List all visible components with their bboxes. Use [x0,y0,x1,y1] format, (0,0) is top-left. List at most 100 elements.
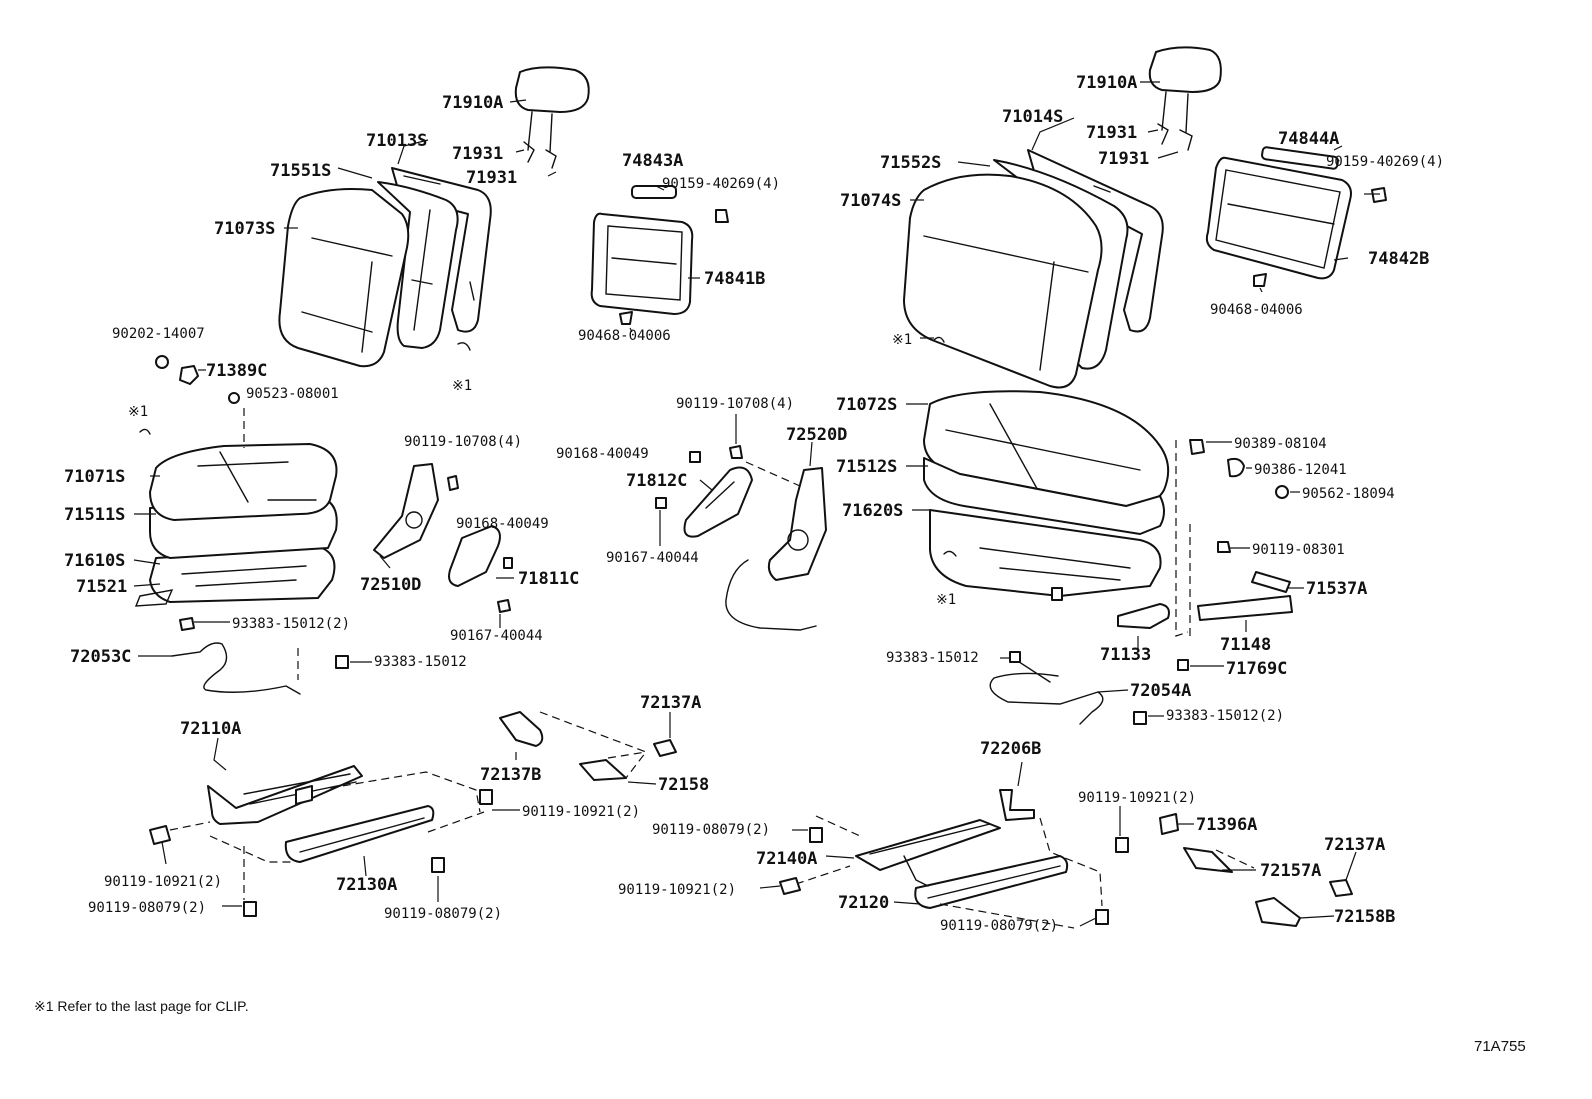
label-71551S: 71551S [270,161,331,181]
label-90168-40049-center: 90168-40049 [556,446,649,462]
label-90119-10921-right: 90119-10921(2) [1078,790,1196,806]
label-74842B: 74842B [1368,249,1429,269]
label-93383-15012-2-left: 93383-15012(2) [232,616,350,632]
label-72137B: 72137B [480,765,541,785]
right-cushion-pad [923,457,1165,535]
clip-footnote: ※1 Refer to the last page for CLIP. [34,998,249,1014]
label-71133: 71133 [1100,645,1151,665]
right-release-cable [989,651,1147,725]
left-recliner-cover [448,525,513,613]
label-71620S: 71620S [842,501,903,521]
label-72140A: 72140A [756,849,817,869]
right-clip [933,336,945,343]
label-72158: 72158 [658,775,709,795]
label-71511S: 71511S [64,505,125,525]
label-71910A-right: 71910A [1076,73,1137,93]
label-72053C: 72053C [70,647,131,667]
label-71811C: 71811C [518,569,579,589]
label-90119-08079-center: 90119-08079(2) [652,822,770,838]
label-71014S: 71014S [1002,107,1063,127]
label-71071S: 71071S [64,467,125,487]
label-71148: 71148 [1220,635,1271,655]
label-72130A: 72130A [336,875,397,895]
label-90119-08079-left: 90119-08079(2) [88,900,206,916]
label-72110A: 72110A [180,719,241,739]
label-71074S: 71074S [840,191,901,211]
label-90389-08104: 90389-08104 [1234,436,1327,452]
label-71013S: 71013S [366,131,427,151]
left-track-cover [499,711,677,781]
left-headrest [514,66,590,169]
left-seatback-pad [377,181,459,349]
label-note-left-back: ※1 [452,378,472,394]
label-90119-10921-center: 90119-10921(2) [618,882,736,898]
label-90119-10708-left: 90119-10708(4) [404,434,522,450]
label-90119-10921-left: 90119-10921(2) [104,874,222,890]
diagram-id: 71A755 [1474,1038,1526,1055]
label-90168-40049-left: 90168-40049 [456,516,549,532]
left-cushion-clip [139,428,151,435]
left-release-cable [171,642,301,695]
label-72120: 72120 [838,893,889,913]
right-recliner-cover [655,451,753,538]
left-back-panel [590,185,729,325]
label-71389C: 71389C [206,361,267,381]
label-90167-40044-left: 90167-40044 [450,628,543,644]
label-72206B: 72206B [980,739,1041,759]
label-72137A-left: 72137A [640,693,701,713]
right-seat-track-lower [903,855,1069,909]
label-90159-40269-left: 90159-40269(4) [662,176,780,192]
label-71812C: 71812C [626,471,687,491]
left-seat-track-upper [207,765,363,825]
label-71552S: 71552S [880,153,941,173]
label-72158B: 72158B [1334,907,1395,927]
label-90523-08001: 90523-08001 [246,386,339,402]
label-note-right-cushion: ※1 [936,592,956,608]
right-hardware [1117,439,1293,671]
label-71931-left-a: 71931 [452,144,503,164]
left-cushion-cover [149,443,338,521]
label-note-right-back: ※1 [892,332,912,348]
label-72520D: 72520D [786,425,847,445]
right-seatback-frame [1027,149,1164,333]
label-90167-40044-center: 90167-40044 [606,550,699,566]
right-track-hardware [779,827,1129,925]
left-seatback-frame [391,167,492,333]
left-clip [457,342,471,351]
label-72137A-right: 72137A [1324,835,1385,855]
label-90119-08079-mid: 90119-08079(2) [384,906,502,922]
label-72054A: 72054A [1130,681,1191,701]
left-seatback-cover [278,188,410,368]
label-74843A: 74843A [622,151,683,171]
label-71512S: 71512S [836,457,897,477]
right-seatback-pad [993,159,1129,370]
label-90202-14007: 90202-14007 [112,326,205,342]
right-seat-track-upper [855,789,1035,871]
label-71073S: 71073S [214,219,275,239]
label-90386-12041: 90386-12041 [1254,462,1347,478]
label-74844A: 74844A [1278,129,1339,149]
label-90159-40269-right: 90159-40269(4) [1326,154,1444,170]
right-headrest [1148,46,1222,151]
label-71931-right-b: 71931 [1098,149,1149,169]
label-90468-04006-right: 90468-04006 [1210,302,1303,318]
label-93383-15012-left: 93383-15012 [374,654,467,670]
label-72510D: 72510D [360,575,421,595]
right-cushion-frame [929,509,1162,601]
label-90562-18094: 90562-18094 [1302,486,1395,502]
left-recliner-hinge [373,463,459,559]
left-seat-track-lower [284,805,435,863]
label-90119-10921-upper: 90119-10921(2) [522,804,640,820]
left-track-hardware [149,789,493,917]
right-seatback-cover [903,173,1103,389]
left-cushion-frame [134,547,336,607]
label-93383-15012-right: 93383-15012 [886,650,979,666]
label-71072S: 71072S [836,395,897,415]
label-71396A: 71396A [1196,815,1257,835]
label-71769C: 71769C [1226,659,1287,679]
left-seat-track-dashes [169,771,485,900]
right-back-panel [1205,146,1387,287]
label-90119-10708-center: 90119-10708(4) [676,396,794,412]
label-71521: 71521 [76,577,127,597]
